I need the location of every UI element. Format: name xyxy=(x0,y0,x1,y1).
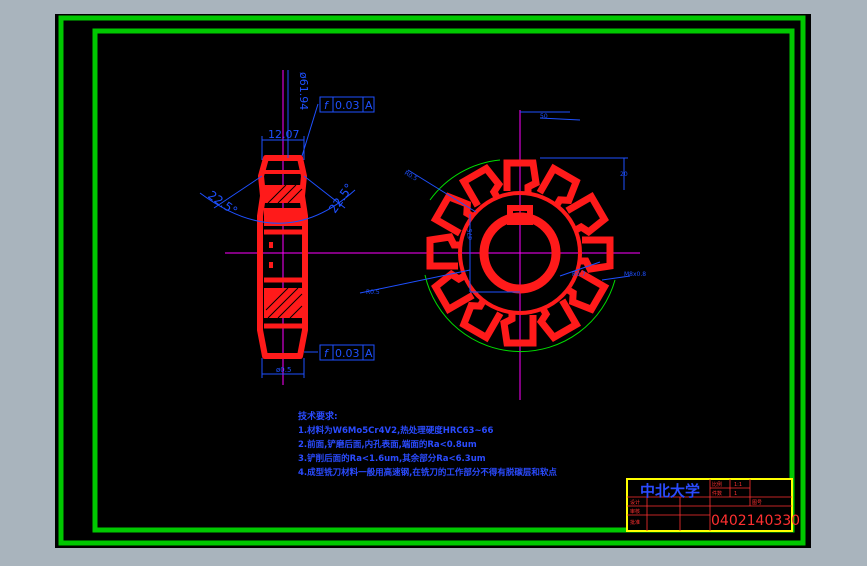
front-view-label-2: 50 xyxy=(540,113,548,120)
cutter-hub-ring xyxy=(458,191,582,315)
notes-line-1: 1.材料为W6Mo5Cr4V2,热处理硬度HRC63~66 xyxy=(298,425,493,436)
title-block-drawing-number: 0402140330 xyxy=(711,513,800,529)
svg-text:f: f xyxy=(324,99,330,112)
cutter-keyway xyxy=(507,205,533,225)
side-view-section-upper2 xyxy=(264,208,302,226)
front-view-label-6: d75 xyxy=(467,228,474,240)
notes-line-3: 3.铲削后面的Ra<1.6um,其余部分Ra<6.3um xyxy=(298,453,486,464)
cutter-tooth xyxy=(564,269,610,314)
svg-text:件数: 件数 xyxy=(712,490,722,497)
svg-text:审核: 审核 xyxy=(630,508,640,515)
cutter-teeth xyxy=(426,159,614,347)
side-view-width-dim: 12.07 xyxy=(268,128,300,141)
title-block: 中北大学 0402140330 比例 1:1 件数 1 图号 设计 审核 批准 xyxy=(626,478,800,532)
outer-frame xyxy=(58,15,806,546)
cutter-tooth xyxy=(426,233,462,270)
svg-text:1:1: 1:1 xyxy=(734,482,742,488)
side-view-bottom-dim: ø0.5 xyxy=(276,366,291,374)
front-view-relief-arc xyxy=(424,274,616,353)
cutter-tooth xyxy=(536,163,581,209)
technical-notes: 技术要求: 1.材料为W6Mo5Cr4V2,热处理硬度HRC63~66 2.前面… xyxy=(298,410,557,478)
title-block-school: 中北大学 xyxy=(640,482,700,500)
side-view-diameter-dim: ø61.94 xyxy=(297,72,310,110)
svg-text:批准: 批准 xyxy=(630,519,640,526)
tolerance-frame-top: f 0.03 A xyxy=(301,96,375,157)
cutter-tooth xyxy=(503,159,540,195)
cutter-tooth xyxy=(459,297,504,343)
front-view: R0.5 50 20 R0.5 R0.7 d75 M8x0.8 xyxy=(345,110,646,400)
svg-text:0.03: 0.03 xyxy=(335,99,360,112)
front-view-label-7: M8x0.8 xyxy=(624,271,646,278)
svg-text:A: A xyxy=(365,347,373,360)
svg-text:f: f xyxy=(324,347,330,360)
inner-frame xyxy=(92,28,795,533)
front-view-label-4: R0.5 xyxy=(366,289,380,296)
cutter-tooth xyxy=(431,269,475,315)
side-view-angle-arc xyxy=(199,189,356,224)
drawing-sheet xyxy=(55,14,811,548)
front-view-label-3: 20 xyxy=(620,171,628,178)
svg-text:A: A xyxy=(365,99,373,112)
svg-text:1: 1 xyxy=(734,491,737,497)
cutter-tooth xyxy=(500,311,537,347)
svg-text:0.03: 0.03 xyxy=(335,347,360,360)
cutter-tooth xyxy=(565,191,609,237)
cutter-tooth xyxy=(458,164,504,208)
svg-text:比例: 比例 xyxy=(712,481,722,488)
svg-text:图号: 图号 xyxy=(752,500,762,506)
notes-line-4: 4.成型铣刀材料一般用高速钢,在铣刀的工作部分不得有脱碳层和软点 xyxy=(298,467,557,478)
cutter-tooth xyxy=(578,236,614,273)
svg-text:设计: 设计 xyxy=(630,499,640,506)
notes-title: 技术要求: xyxy=(298,410,338,422)
front-view-label-5: R0.7 xyxy=(572,271,586,278)
cutter-tooth xyxy=(536,298,582,342)
tolerance-frame-bottom: f 0.03 A xyxy=(304,344,375,361)
notes-line-2: 2.前面,铲磨后面,内孔表面,端面的Ra<0.8um xyxy=(298,439,477,450)
cutter-bore xyxy=(479,212,561,294)
